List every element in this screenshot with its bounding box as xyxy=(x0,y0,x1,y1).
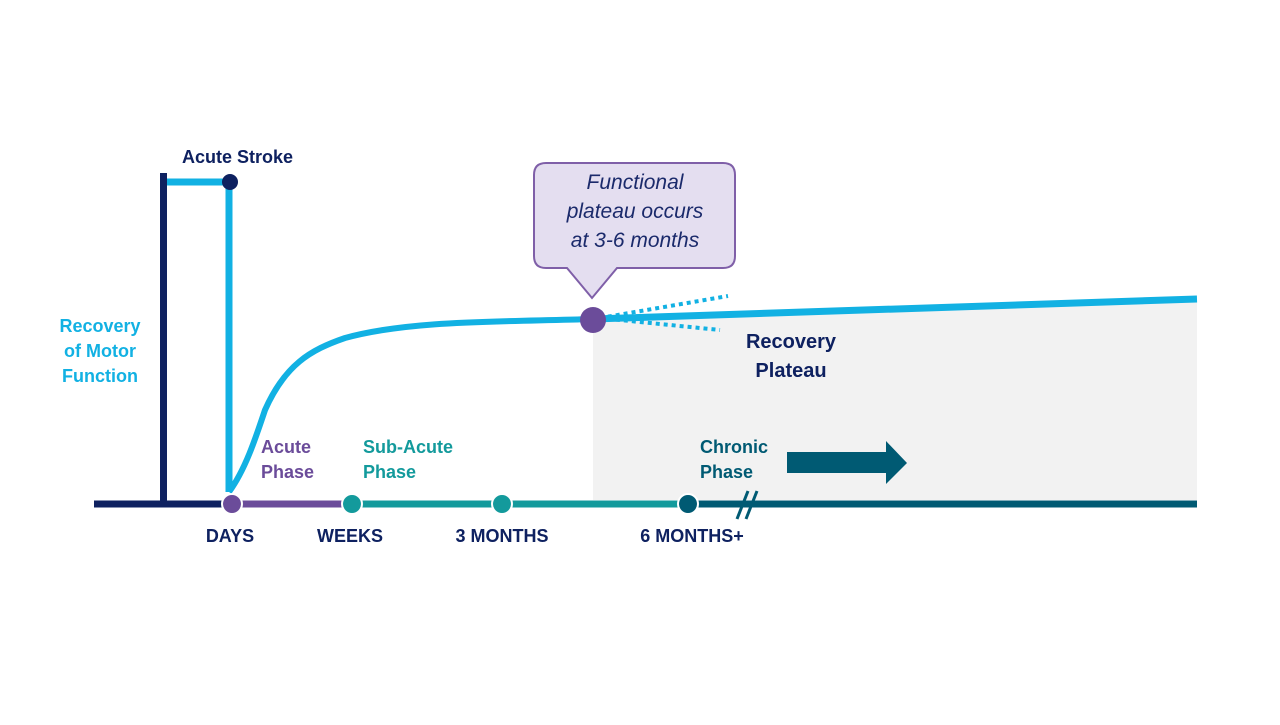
weeks-marker xyxy=(341,493,363,515)
tick-label-days: DAYS xyxy=(205,526,255,546)
plateau-marker xyxy=(580,307,606,333)
recovery-plateau-label: Recovery Plateau xyxy=(745,331,837,382)
axis-break-mark xyxy=(744,490,759,520)
tick-label-6-months: 6 MONTHS+ xyxy=(640,526,744,546)
recovery-curve xyxy=(226,316,594,494)
acute-stroke-label: Acute Stroke xyxy=(182,147,294,167)
3-months-marker xyxy=(491,493,513,515)
axis-break-mark xyxy=(735,490,750,520)
plateau-region xyxy=(593,300,1197,500)
subacute-phase-label: Sub-Acute Phase xyxy=(363,437,453,482)
y-axis-label: Recovery of Motor Function xyxy=(59,316,141,386)
stroke-marker xyxy=(222,174,238,190)
dotted-upper xyxy=(599,294,729,320)
days-marker xyxy=(221,493,243,515)
tick-label-weeks: WEEKS xyxy=(316,526,383,546)
callout-text: Functional plateau occurs at 3-6 months xyxy=(566,171,704,252)
chronic-phase-label: Chronic Phase xyxy=(700,437,769,482)
y-axis xyxy=(160,173,167,503)
callout-box xyxy=(533,162,736,300)
6-months-marker xyxy=(677,493,699,515)
acute-phase-label: Acute Phase xyxy=(261,437,315,482)
plateau-curve xyxy=(592,295,1198,323)
chronic-arrow xyxy=(787,441,907,484)
tick-label-3-months: 3 MONTHS xyxy=(455,526,549,546)
